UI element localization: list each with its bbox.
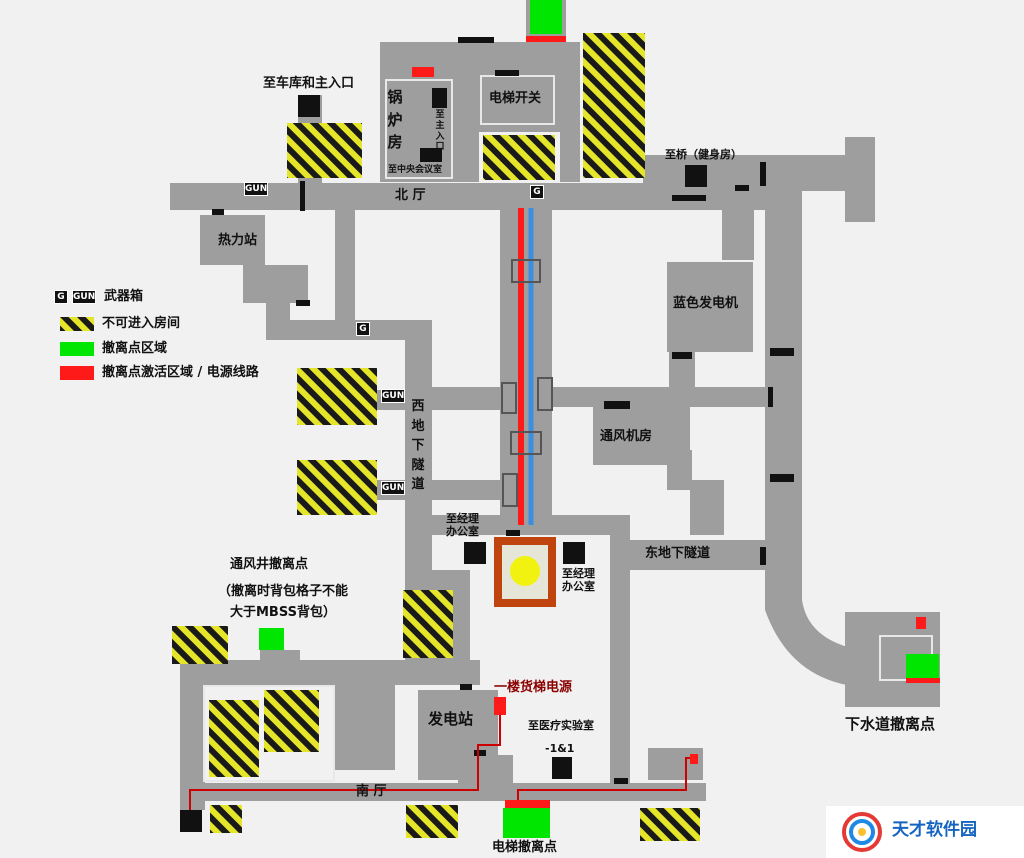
gun-tag: GUN	[381, 481, 405, 495]
stairs-icon	[420, 148, 442, 162]
label-elevator-switch: 电梯开关	[489, 91, 542, 106]
activation-boiler	[412, 67, 434, 77]
no-entry-rooms	[172, 33, 700, 841]
no-entry-room	[483, 135, 555, 180]
stairs-icon	[552, 757, 572, 779]
north-hall-corridor	[170, 183, 765, 210]
extract-zone-vent	[259, 628, 284, 650]
stairs-icon	[432, 88, 447, 108]
legend-activation-label: 撤离点激活区域 / 电源线路	[102, 364, 259, 380]
extract-zones	[259, 0, 940, 838]
east-tunnel-corridor	[625, 540, 770, 570]
label-vent-shaft-note: （撤离时背包格子不能大于MBSS背包）	[217, 584, 348, 620]
no-entry-room	[403, 590, 453, 658]
watermark: 天才软件园	[826, 806, 1024, 858]
g-tag: G	[54, 290, 68, 304]
label-north-hall: 北 厅	[395, 188, 426, 203]
swirl-logo-icon	[842, 812, 882, 852]
label-east-tunnel: 东地下隧道	[645, 546, 711, 561]
label-minus-level: -1&1	[545, 742, 575, 755]
legend-no-entry: 不可进入房间	[60, 315, 180, 333]
activation-sewer-switch	[916, 617, 926, 629]
hatch-swatch-icon	[60, 317, 94, 331]
no-entry-room	[209, 700, 259, 777]
activation-south-switch	[690, 754, 698, 764]
label-south-hall: 南 厅	[356, 784, 387, 799]
stairs-icon	[464, 542, 486, 564]
gun-tag: GUN	[381, 389, 405, 403]
label-to-central-meeting: 至中央会议室	[388, 165, 443, 175]
no-entry-room	[210, 805, 242, 833]
g-tag: G	[530, 185, 544, 199]
elevator-cars	[501, 259, 553, 507]
stairs-icon	[563, 542, 585, 564]
label-to-medical-lab: 至医疗实验室	[528, 719, 594, 732]
extract-zone-sewer	[906, 654, 939, 678]
activation-top	[526, 36, 566, 42]
label-blue-generator: 蓝色发电机	[673, 296, 739, 311]
stairs-icon	[180, 810, 202, 832]
blue-generator-room	[667, 262, 753, 352]
heat-station-room	[200, 215, 265, 265]
label-vent-shaft-extract: 通风井撤离点	[230, 557, 309, 572]
gun-tag: GUN	[244, 182, 268, 196]
legend-extract: 撤离点区域	[60, 340, 167, 358]
no-entry-room	[287, 123, 362, 178]
no-entry-room	[264, 690, 319, 752]
extract-zone-elevator	[503, 808, 550, 838]
stairs-icon	[685, 165, 707, 187]
stairs-icon	[298, 95, 320, 117]
label-elevator-extract: 电梯撤离点	[492, 840, 558, 855]
label-boiler-room: 锅炉房	[387, 88, 403, 151]
no-entry-room	[583, 33, 645, 178]
no-entry-room	[640, 808, 700, 841]
label-to-garage: 至车库和主入口	[263, 76, 355, 91]
activation-elevator	[505, 800, 550, 808]
no-entry-room	[406, 805, 458, 838]
south-hall-corridor	[180, 783, 706, 801]
label-first-floor-power: 一楼货梯电源	[494, 680, 573, 695]
no-entry-room	[297, 460, 377, 515]
no-entry-room	[297, 368, 377, 425]
legend-no-entry-label: 不可进入房间	[102, 315, 181, 331]
red-swatch-icon	[60, 366, 94, 380]
legend-weapon-box: G GUN 武器箱	[54, 288, 143, 306]
label-heat-station: 热力站	[218, 233, 258, 248]
no-entry-room	[172, 626, 228, 664]
label-to-main-entrance: 至主入口	[435, 110, 445, 153]
manager-office	[494, 537, 556, 607]
legend-weapon-box-label: 武器箱	[104, 288, 144, 304]
gun-tag: GUN	[72, 290, 96, 304]
west-tunnel-corridor	[405, 320, 432, 585]
legend-extract-label: 撤离点区域	[102, 340, 168, 356]
east-corridor	[765, 165, 802, 605]
g-tag: G	[356, 322, 370, 336]
watermark-brand: 天才软件园	[892, 820, 977, 840]
label-west-tunnel: 西地下隧道	[411, 399, 425, 492]
label-to-manager-office-left: 至经理办公室	[446, 512, 479, 538]
extract-zone-top	[530, 0, 562, 34]
activation-sewer	[906, 678, 940, 683]
corridors	[170, 0, 940, 810]
label-ventilation-room: 通风机房	[600, 429, 653, 444]
green-swatch-icon	[60, 342, 94, 356]
activation-power-switch	[494, 697, 506, 715]
label-sewer-extract: 下水道撤离点	[845, 715, 936, 733]
central-shaft	[500, 183, 552, 535]
coin-marker	[510, 556, 540, 586]
legend-activation: 撤离点激活区域 / 电源线路	[60, 364, 259, 382]
label-to-manager-office-right: 至经理办公室	[562, 567, 595, 593]
label-to-bridge: 至桥（健身房）	[665, 148, 742, 161]
stairs	[180, 88, 707, 832]
label-generator-station: 发电站	[428, 710, 474, 728]
